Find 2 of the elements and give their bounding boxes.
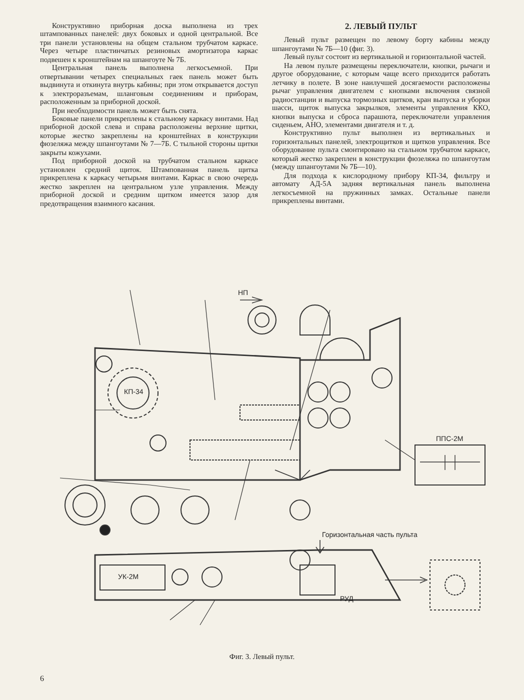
section-heading: 2. ЛЕВЫЙ ПУЛЬТ <box>344 22 418 30</box>
page-number: 6 <box>40 674 44 683</box>
